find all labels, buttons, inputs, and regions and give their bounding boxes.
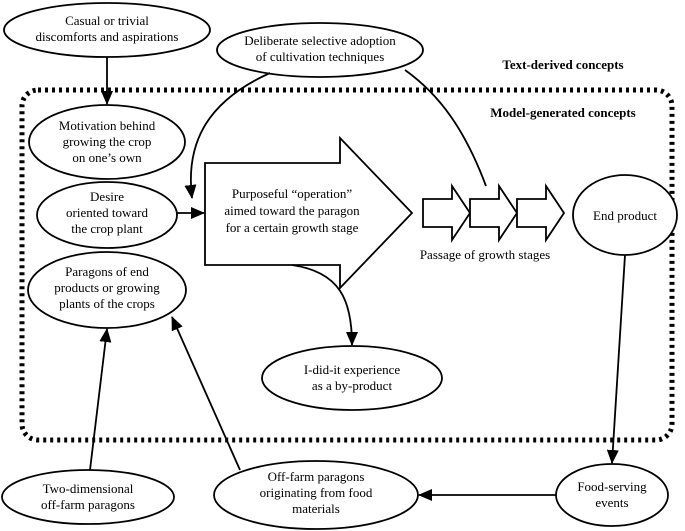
node-end-product: End product [572,174,678,256]
svg-text:aimed toward the paragon: aimed toward the paragon [224,203,360,218]
growth-stage-arrows [422,183,566,243]
svg-text:growing the crop: growing the crop [63,134,152,149]
node-i-did-it: I-did-it experience as a by-product [261,345,443,411]
node-casual-discomforts: Casual or trivial discomforts and aspira… [3,2,211,58]
arrow-deliberate-to-operation [184,72,271,199]
svg-text:off-farm paragons: off-farm paragons [41,497,135,512]
node-paragons: Paragons of end products or growing plan… [27,251,187,329]
svg-text:Motivation behind: Motivation behind [59,118,156,133]
svg-text:Two-dimensional: Two-dimensional [43,481,134,496]
model-generated-region [19,87,675,443]
node-purposeful-operation: Purposeful “operation” aimed toward the … [204,135,414,291]
node-off-farm-paragons: Off-farm paragons originating from food … [213,460,419,530]
svg-text:Desire: Desire [90,189,124,204]
node-two-dimensional: Two-dimensional off-farm paragons [1,469,175,525]
svg-text:plants of the crops: plants of the crops [59,296,155,311]
svg-text:Paragons of end: Paragons of end [65,264,149,279]
arrow-two-dim-to-paragons [89,328,112,471]
svg-text:discomforts and aspirations: discomforts and aspirations [36,29,179,44]
connectors [89,57,626,501]
node-food-serving: Food-serving events [555,463,669,527]
svg-text:materials: materials [292,501,340,516]
node-desire: Desire oriented toward the crop plant [36,181,178,249]
svg-text:for a certain growth stage: for a certain growth stage [226,220,359,235]
svg-text:Off-farm paragons: Off-farm paragons [268,469,365,484]
svg-text:Deliberate selective adoption: Deliberate selective adoption [244,33,396,48]
growth-stage-arrow-2 [469,183,519,243]
node-deliberate-adoption: Deliberate selective adoption of cultiva… [216,22,424,78]
passage-label: Passage of growth stages [420,247,550,262]
link-growth-to-deliberate [404,69,487,187]
svg-text:Food-serving: Food-serving [577,479,647,494]
svg-text:of cultivation techniques: of cultivation techniques [256,49,385,64]
growth-stage-arrow-1 [422,183,472,243]
arrow-end-product-to-food-serving [606,254,626,464]
arrow-off-farm-to-paragons [171,316,241,471]
svg-text:I-did-it experience: I-did-it experience [304,362,401,377]
svg-text:the crop plant: the crop plant [71,221,143,236]
arrow-operation-to-i-did-it [291,264,358,346]
text-derived-label: Text-derived concepts [502,57,623,72]
svg-text:on one’s own: on one’s own [72,150,142,165]
svg-text:Casual or trivial: Casual or trivial [65,13,149,28]
model-generated-label: Model-generated concepts [490,105,636,120]
svg-text:events: events [595,495,628,510]
svg-text:oriented toward: oriented toward [66,205,148,220]
svg-text:originating from food: originating from food [260,485,373,500]
svg-text:Purposeful “operation”: Purposeful “operation” [232,186,352,201]
growth-stage-arrow-3 [516,183,566,243]
node-motivation: Motivation behind growing the crop on on… [28,104,186,180]
svg-text:products or growing: products or growing [54,280,160,295]
svg-text:End product: End product [593,208,657,223]
svg-text:as a by-product: as a by-product [312,378,393,393]
